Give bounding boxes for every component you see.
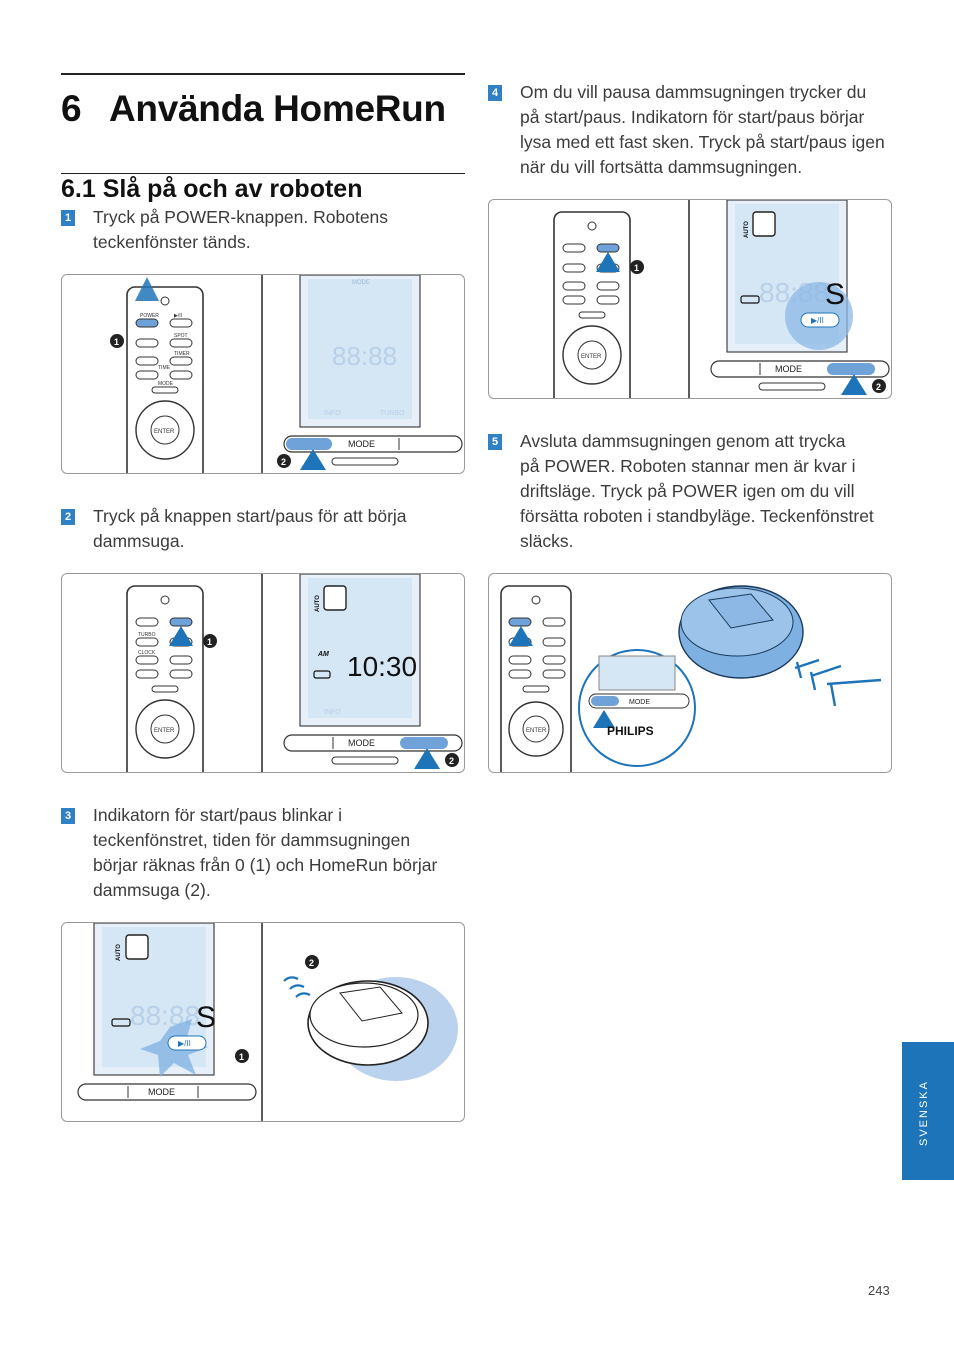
panel-turbo-label: TURBO: [380, 410, 405, 417]
language-tab-label: SVENSKA: [918, 1080, 930, 1146]
callout-1-label: 1: [634, 263, 639, 273]
figure-step-4: ENTER 1 AUTO 88:88 S ▶/II MODE 2: [488, 199, 892, 399]
callout-1-icon: [203, 634, 217, 648]
step-number-badge: 4: [488, 85, 502, 101]
callout-1-icon: [235, 1049, 249, 1063]
bar-mode-label: MODE: [348, 439, 375, 449]
remote-and-panel-start-illustration: TURBO CLOCK ENTER 1 AUTO AM 10:30 INFO M…: [126, 574, 463, 772]
page-number: 243: [868, 1283, 890, 1298]
callout-2-label: 2: [281, 457, 286, 467]
panel-and-robot-cleaning-illustration: AUTO 88:88 S ▶/II 1 MODE 2: [77, 923, 458, 1121]
remote-time-label: TIME: [158, 365, 171, 371]
panel-digit-s: S: [196, 1001, 216, 1034]
remote-turbo-label: TURBO: [138, 632, 156, 638]
panel-time-display: 10:30: [347, 651, 417, 682]
bar-mode-label: MODE: [775, 364, 802, 374]
bar-mode-label: MODE: [348, 738, 375, 748]
step-number-badge: 2: [61, 509, 75, 525]
figure-step-5: ENTER MODE PHILIPS: [488, 573, 892, 773]
section-top-rule: [61, 173, 465, 174]
callout-2-label: 2: [309, 958, 314, 968]
panel-info-label: INFO: [324, 709, 341, 716]
remote-enter-label: ENTER: [526, 728, 547, 734]
panel-play-label: ▶/II: [178, 1039, 191, 1048]
panel-mode-label: MODE: [352, 280, 370, 286]
remote-and-panel-pause-illustration: ENTER 1 AUTO 88:88 S ▶/II MODE 2: [553, 200, 890, 398]
callout-2-icon: [305, 955, 319, 969]
callout-1-label: 1: [207, 637, 212, 647]
callout-2-label: 2: [449, 756, 454, 766]
panel-info-label: INFO: [324, 410, 341, 417]
remote-mode-label: MODE: [158, 381, 174, 387]
callout-1-icon: [630, 260, 644, 274]
remote-enter-label: ENTER: [154, 728, 175, 734]
callout-2-label: 2: [876, 382, 881, 392]
figure-step-3: AUTO 88:88 S ▶/II 1 MODE 2: [61, 922, 465, 1122]
callout-1-label: 1: [114, 337, 119, 347]
remote-and-panel-power-illustration: POWER ▶/II SPOT TIMER TIME MODE ENTER 1 …: [110, 275, 463, 473]
bar-mode-label: MODE: [148, 1087, 175, 1097]
section-heading: 6.1 Slå på och av roboten: [61, 175, 363, 203]
panel-am-label: AM: [317, 651, 329, 658]
figure-step-1: POWER ▶/II SPOT TIMER TIME MODE ENTER 1 …: [61, 274, 465, 474]
remote-timer-label: TIMER: [174, 351, 190, 357]
language-side-tab: SVENSKA: [902, 1042, 954, 1180]
remote-enter-label: ENTER: [581, 354, 602, 360]
remote-spot-label: SPOT: [174, 333, 188, 339]
step-number-badge: 3: [61, 808, 75, 824]
remote-enter-label: ENTER: [154, 429, 175, 435]
callout-2-icon: [872, 379, 886, 393]
step-number-badge: 1: [61, 210, 75, 226]
panel-play-label: ▶/II: [811, 316, 824, 325]
bar-mode-label: MODE: [629, 699, 650, 706]
panel-auto-label: AUTO: [116, 944, 122, 961]
remote-robot-stop-illustration: ENTER MODE PHILIPS: [500, 585, 882, 772]
remote-clock-label: CLOCK: [138, 650, 156, 656]
step-number-badge: 5: [488, 434, 502, 450]
chapter-top-rule: [61, 73, 465, 75]
callout-1-label: 1: [239, 1052, 244, 1062]
panel-digit-s: S: [825, 278, 845, 311]
callout-1-icon: [110, 334, 124, 348]
remote-power-label: POWER: [140, 313, 159, 319]
remote-play-label: ▶/II: [174, 313, 182, 319]
panel-auto-label: AUTO: [744, 221, 750, 238]
figure-step-2: TURBO CLOCK ENTER 1 AUTO AM 10:30 INFO M…: [61, 573, 465, 773]
panel-digits: 88:88: [332, 341, 397, 371]
callout-2-icon: [277, 454, 291, 468]
callout-2-icon: [445, 753, 459, 767]
panel-auto-label: AUTO: [315, 595, 321, 612]
philips-brand-label: PHILIPS: [607, 724, 654, 738]
